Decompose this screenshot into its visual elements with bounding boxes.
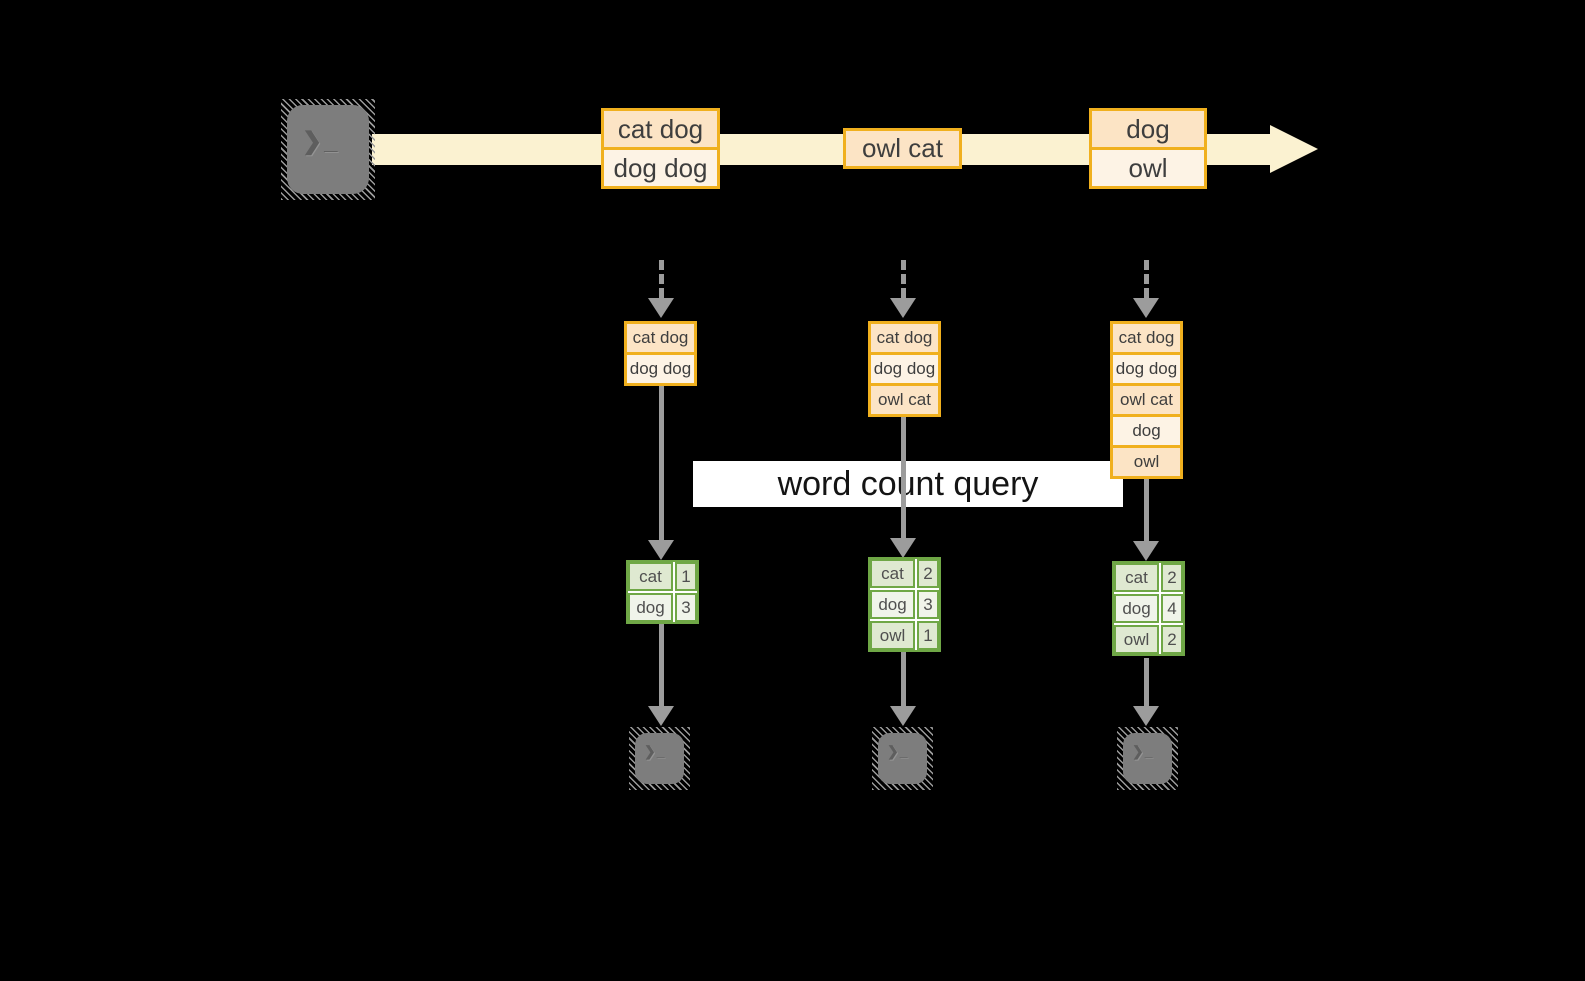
word-cell: dog bbox=[870, 590, 915, 619]
word-cell: cat bbox=[628, 562, 673, 591]
stream-event-line: dog dog bbox=[604, 147, 717, 186]
word-cell: dog bbox=[628, 593, 673, 622]
buffered-row: dog dog bbox=[871, 352, 938, 383]
stream-event-line: dog bbox=[1092, 111, 1204, 147]
arrowhead-icon bbox=[648, 540, 674, 560]
word-cell: dog bbox=[1114, 594, 1159, 623]
output-terminal-icon: ❯_ bbox=[872, 727, 933, 790]
arrowhead-icon bbox=[1133, 298, 1159, 318]
result-arrow bbox=[648, 624, 674, 726]
query-arrow bbox=[890, 417, 916, 558]
terminal-prompt-glyph: ❯_ bbox=[302, 128, 340, 155]
buffered-rows-stack: cat dog dog dog owl cat bbox=[868, 321, 941, 417]
arrowhead-icon bbox=[890, 298, 916, 318]
buffered-row: dog bbox=[1113, 414, 1180, 445]
terminal-prompt-glyph: ❯_ bbox=[1132, 743, 1154, 759]
output-terminal-icon: ❯_ bbox=[1117, 727, 1178, 790]
count-cell: 3 bbox=[675, 593, 697, 622]
buffered-row: owl cat bbox=[871, 383, 938, 414]
word-cell: owl bbox=[1114, 625, 1159, 654]
buffered-row: cat dog bbox=[1113, 324, 1180, 352]
stream-event-line: owl bbox=[1092, 147, 1204, 186]
count-cell: 3 bbox=[917, 590, 939, 619]
word-count-query-label: word count query bbox=[693, 461, 1123, 507]
terminal-prompt-glyph: ❯_ bbox=[887, 743, 909, 759]
arrowhead-icon bbox=[648, 706, 674, 726]
word-cell: cat bbox=[870, 559, 915, 588]
output-terminal-icon: ❯_ bbox=[629, 727, 690, 790]
count-cell: 1 bbox=[675, 562, 697, 591]
count-cell: 1 bbox=[917, 621, 939, 650]
word-count-table: cat 1 dog 3 bbox=[626, 560, 699, 624]
word-count-table: cat 2 dog 3 owl 1 bbox=[868, 557, 941, 652]
count-cell: 2 bbox=[1161, 563, 1183, 592]
buffered-row: cat dog bbox=[627, 324, 694, 352]
buffered-rows-stack: cat dog dog dog bbox=[624, 321, 697, 386]
stream-event-box: dog owl bbox=[1089, 108, 1207, 189]
result-arrow bbox=[1133, 658, 1159, 726]
arrowhead-icon bbox=[648, 298, 674, 318]
arrowhead-icon bbox=[890, 706, 916, 726]
buffered-row: owl cat bbox=[1113, 383, 1180, 414]
dashed-ingest-arrow bbox=[890, 260, 916, 318]
terminal-icon: ❯_ bbox=[878, 733, 927, 784]
buffered-row: cat dog bbox=[871, 324, 938, 352]
buffered-row: owl bbox=[1113, 445, 1180, 476]
terminal-prompt-glyph: ❯_ bbox=[644, 743, 666, 759]
word-count-table: cat 2 dog 4 owl 2 bbox=[1112, 561, 1185, 656]
arrowhead-icon bbox=[1133, 541, 1159, 561]
stream-arrowhead-icon bbox=[1270, 125, 1318, 173]
dashed-ingest-arrow bbox=[1133, 260, 1159, 318]
query-arrow bbox=[1133, 479, 1159, 561]
terminal-icon: ❯_ bbox=[1123, 733, 1172, 784]
count-cell: 2 bbox=[917, 559, 939, 588]
terminal-icon: ❯_ bbox=[287, 105, 369, 194]
buffered-rows-stack: cat dog dog dog owl cat dog owl bbox=[1110, 321, 1183, 479]
result-arrow bbox=[890, 652, 916, 726]
word-cell: cat bbox=[1114, 563, 1159, 592]
count-cell: 4 bbox=[1161, 594, 1183, 623]
stream-event-line: owl cat bbox=[846, 131, 959, 166]
stream-event-box: cat dog dog dog bbox=[601, 108, 720, 189]
terminal-icon: ❯_ bbox=[635, 733, 684, 784]
buffered-row: dog dog bbox=[1113, 352, 1180, 383]
count-cell: 2 bbox=[1161, 625, 1183, 654]
arrowhead-icon bbox=[890, 538, 916, 558]
source-terminal-icon: ❯_ bbox=[281, 99, 375, 200]
word-cell: owl bbox=[870, 621, 915, 650]
buffered-row: dog dog bbox=[627, 352, 694, 383]
stream-event-box: owl cat bbox=[843, 128, 962, 169]
arrowhead-icon bbox=[1133, 706, 1159, 726]
dashed-ingest-arrow bbox=[648, 260, 674, 318]
query-arrow bbox=[648, 386, 674, 560]
stream-event-line: cat dog bbox=[604, 111, 717, 147]
